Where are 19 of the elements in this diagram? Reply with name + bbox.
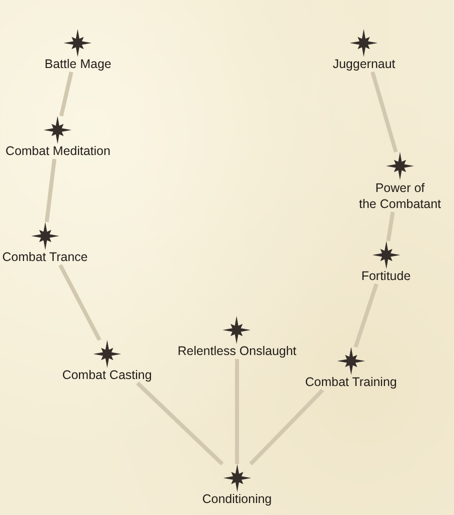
connector-line — [59, 72, 74, 116]
connector-line — [386, 212, 395, 242]
skill-label: Power of the Combatant — [359, 180, 441, 212]
connector-line — [235, 359, 239, 464]
skill-label: Combat Trance — [2, 250, 88, 265]
skill-label: Combat Meditation — [6, 144, 110, 159]
connector-line — [249, 388, 324, 466]
skill-label: Combat Training — [305, 375, 397, 390]
connector-line — [44, 158, 56, 222]
connector-line — [58, 264, 102, 341]
skill-label: Relentless Onslaught — [178, 344, 296, 359]
connector-line — [354, 283, 378, 348]
skill-label: Conditioning — [202, 492, 272, 507]
skill-label: Juggernaut — [332, 57, 396, 72]
connector-line — [136, 382, 224, 466]
skill-label: Fortitude — [361, 269, 411, 284]
skill-label: Battle Mage — [44, 57, 112, 72]
connector-line — [370, 71, 398, 153]
skill-label: Combat Casting — [62, 368, 152, 383]
